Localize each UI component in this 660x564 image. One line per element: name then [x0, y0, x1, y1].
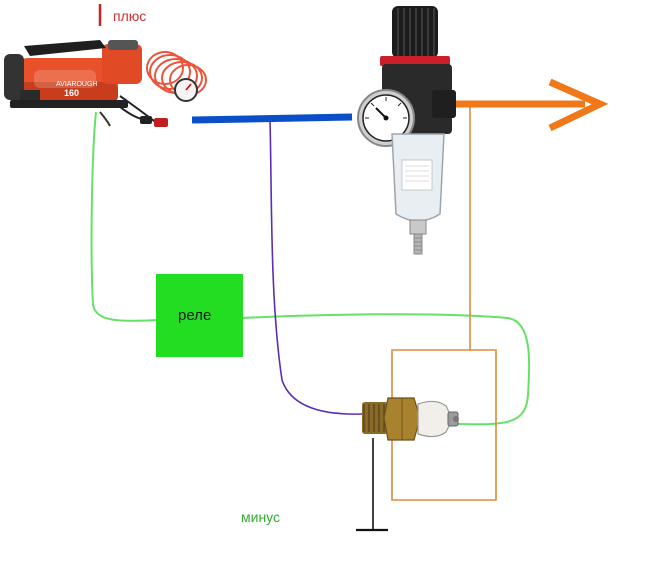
signal-wire-compressor-relay: [90, 111, 159, 322]
filter-regulator-icon: [357, 6, 456, 255]
pressure-switch-icon: [362, 397, 459, 441]
air-compressor-icon: AVIAROUGH 160: [4, 40, 207, 127]
ground-icon: [356, 438, 388, 532]
signal-wire-relay-switch: [241, 313, 531, 426]
relay-label: реле: [178, 307, 212, 324]
minus-label: минус: [241, 509, 281, 525]
ground-wire: [269, 119, 363, 415]
plus-label: плюс: [113, 8, 147, 24]
arrow-right-icon: [450, 78, 609, 132]
compressor-brand-text: AVIAROUGH: [56, 81, 98, 88]
relay-box: [156, 274, 243, 357]
switch-wire-loop: [391, 104, 497, 501]
air-line-blue: [191, 113, 353, 124]
compressor-model-text: 160: [64, 88, 79, 98]
